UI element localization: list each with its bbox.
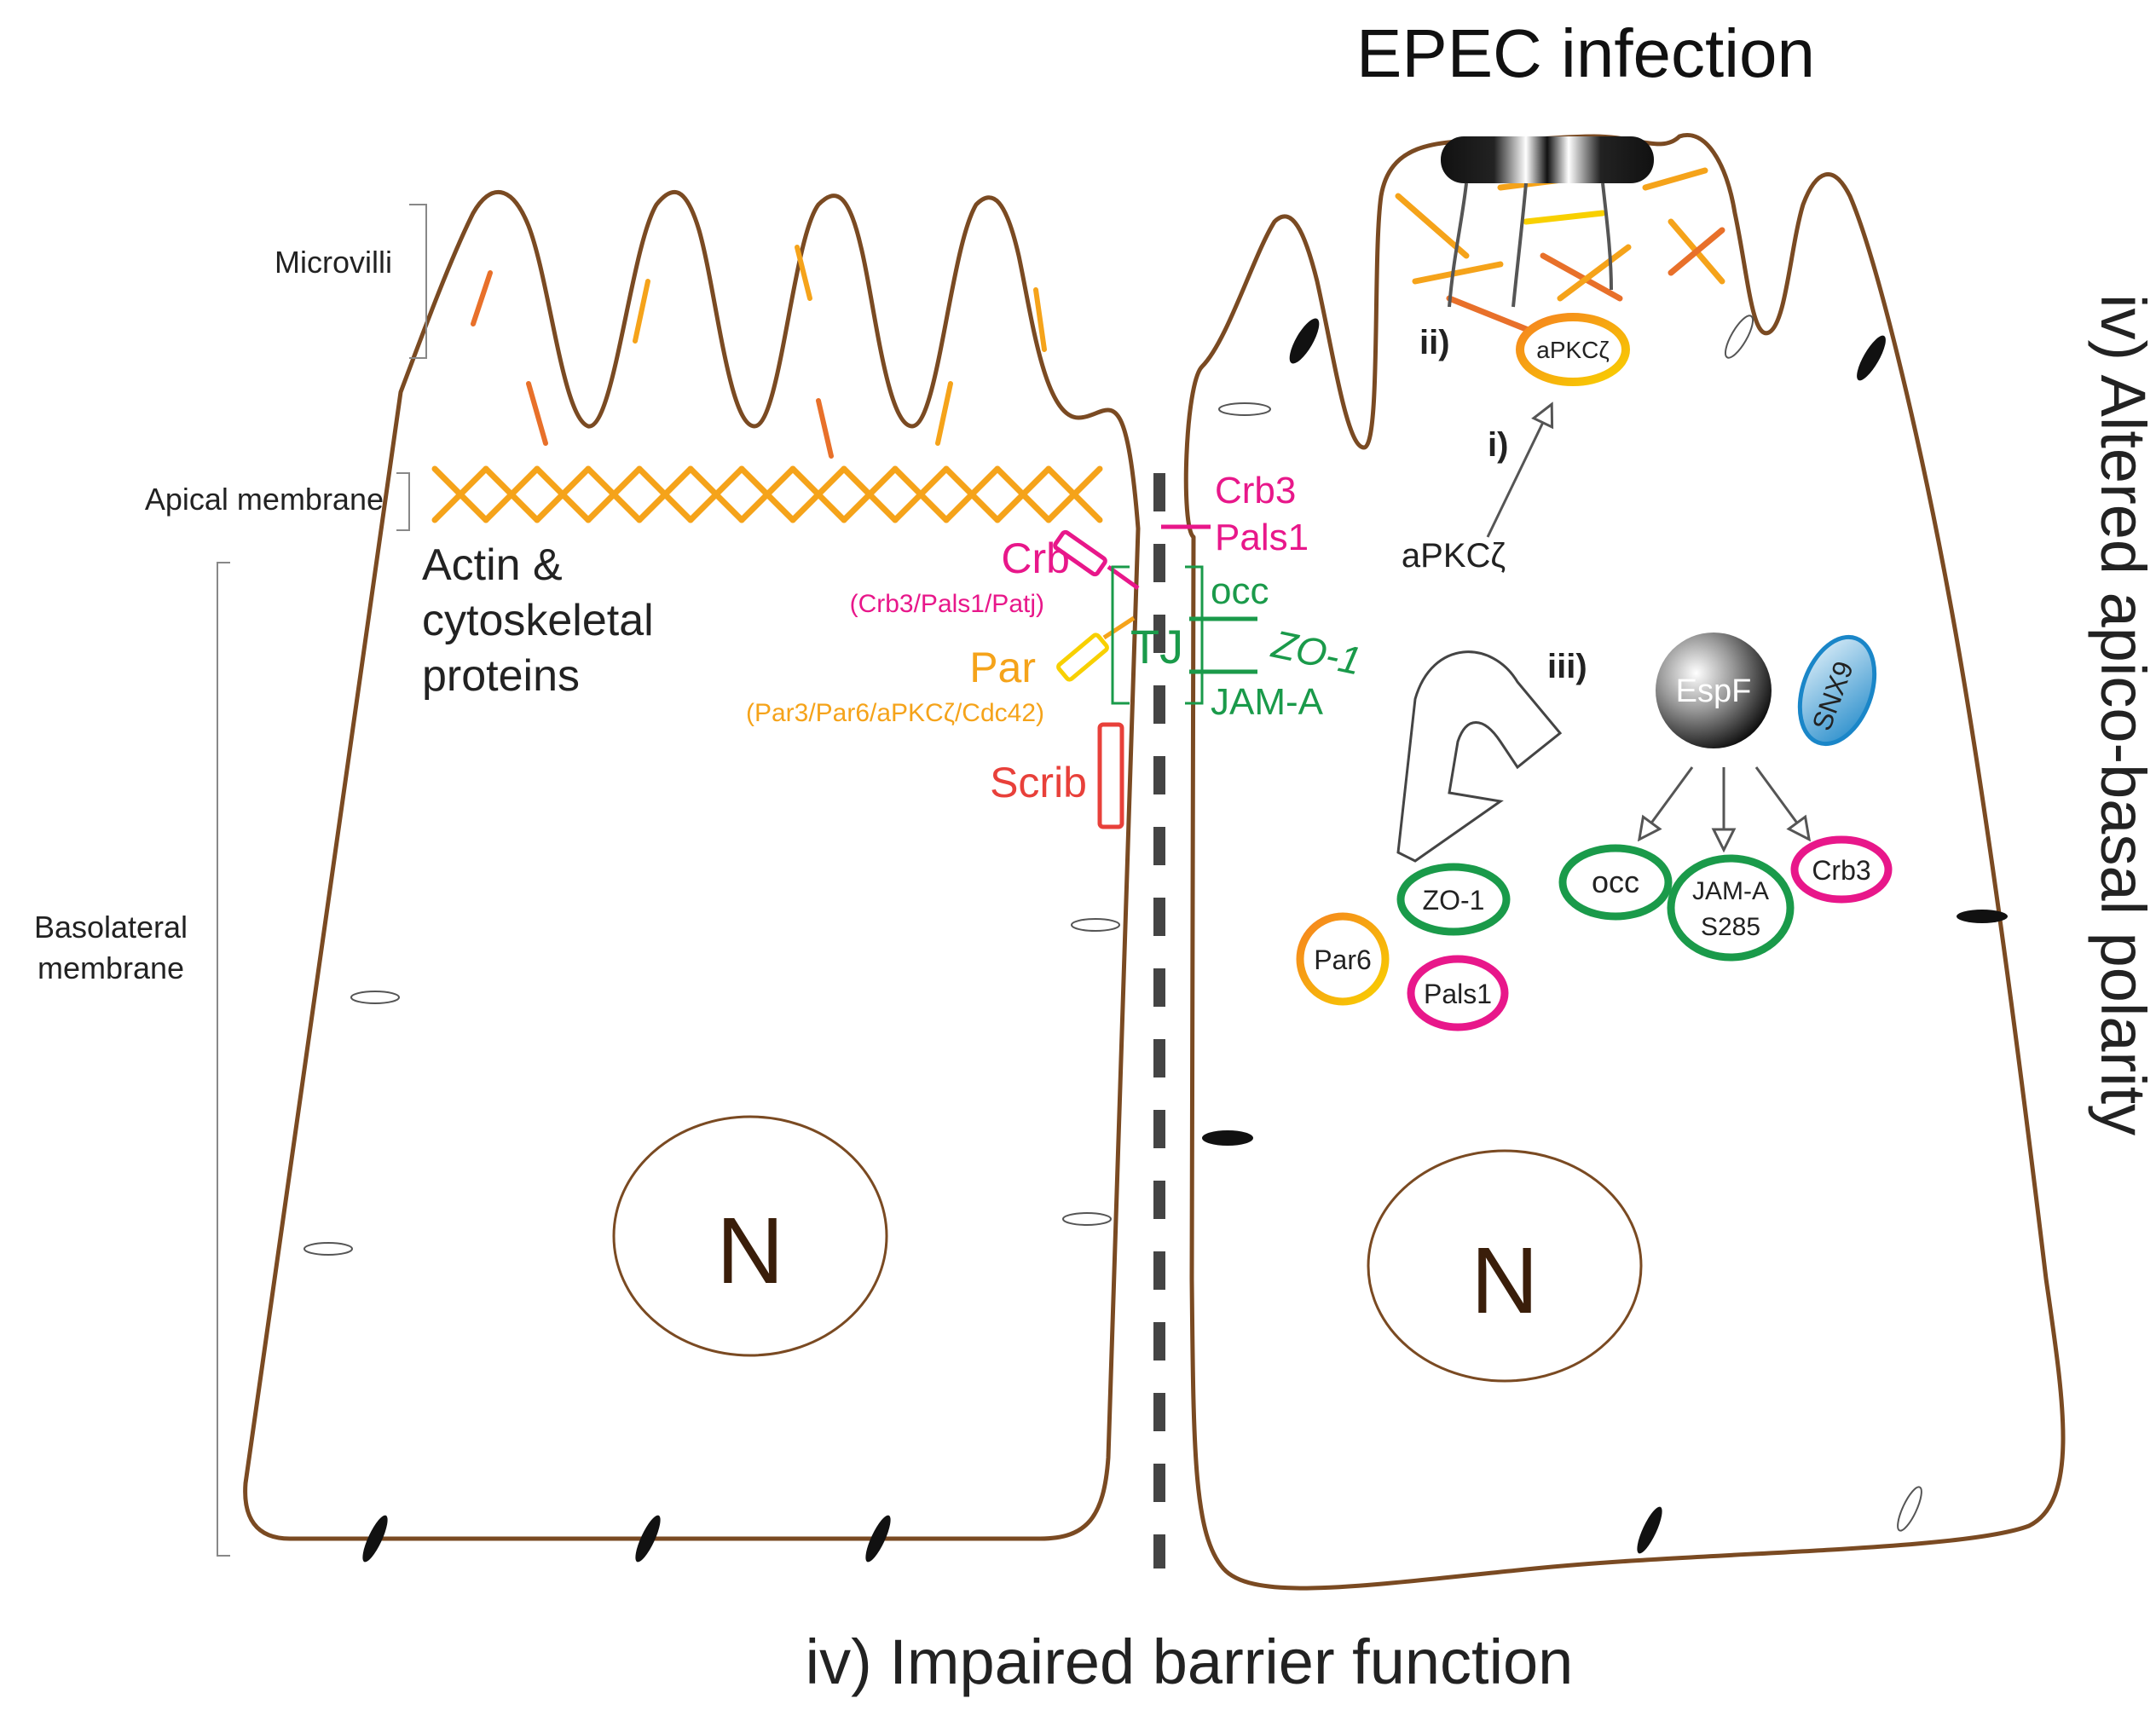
crb3-ring-label: Crb3 xyxy=(1812,855,1870,886)
tj-bracket-left xyxy=(1111,565,1130,705)
zo1-ring xyxy=(1396,863,1511,936)
pals1-label: Pals1 xyxy=(1215,517,1309,558)
occ-label: occ xyxy=(1211,570,1269,612)
actin-label-2: cytoskeletal xyxy=(422,596,654,645)
recycling-arrow xyxy=(1396,650,1563,863)
bottom-label: iv) Impaired barrier function xyxy=(806,1626,1574,1697)
espf-label: EspF xyxy=(1676,673,1752,709)
right-nucleus xyxy=(1367,1149,1643,1383)
right-apical-actin xyxy=(1395,167,1725,336)
microvilli-actin-rods xyxy=(471,245,1047,459)
left-cell-membrane xyxy=(243,189,1141,1541)
epec-bacterium xyxy=(1441,136,1654,308)
step-iii-label: iii) xyxy=(1547,648,1587,685)
par6-ring-label: Par6 xyxy=(1314,945,1372,975)
left-nucleus xyxy=(612,1115,888,1357)
apical-membrane-label: Apical membrane xyxy=(145,482,384,517)
occ-ring-label: occ xyxy=(1592,864,1639,899)
par-complex-bar xyxy=(1056,633,1109,682)
right-cell-membrane xyxy=(1183,133,2066,1591)
espf-arrow-occ xyxy=(1645,766,1694,831)
step-ii-label: ii) xyxy=(1419,324,1450,361)
zo1-label: ZO-1 xyxy=(1268,621,1365,684)
actin-label-1: Actin & xyxy=(422,540,563,590)
espf-arrow-crb3 xyxy=(1754,766,1803,831)
par-label: Par xyxy=(969,644,1036,691)
jama-ring-label-2: S285 xyxy=(1701,913,1760,941)
actin-label-3: proteins xyxy=(422,651,580,701)
basolateral-label-2: membrane xyxy=(38,950,184,985)
scrib-bar xyxy=(1097,722,1124,829)
crb-label: Crb xyxy=(1001,534,1070,582)
tj-label: TJ xyxy=(1130,620,1183,673)
apkc-arrow xyxy=(1486,413,1547,538)
microvilli-label: Microvilli xyxy=(275,245,392,280)
right-nucleus-label: N xyxy=(1471,1228,1538,1333)
crb-complex-bar xyxy=(1053,529,1107,577)
membrane-proteins xyxy=(303,315,2008,1563)
tj-bracket-right xyxy=(1185,565,1204,705)
jama-ring-label-1: JAM-A xyxy=(1692,877,1769,905)
apkc-free-label: aPKCζ xyxy=(1402,537,1506,575)
zo1-ring-label: ZO-1 xyxy=(1423,885,1485,916)
diagram-title: EPEC infection xyxy=(1356,15,1815,91)
jama-label: JAM-A xyxy=(1211,681,1324,723)
apkc-ring-label: aPKCζ xyxy=(1536,337,1610,363)
par-sub-label: (Par3/Par6/aPKCζ/Cdc42) xyxy=(746,699,1044,727)
snx9-ellipse xyxy=(1797,634,1877,747)
espf-sphere xyxy=(1656,633,1772,748)
microvilli-brace xyxy=(409,204,427,359)
jama-ring xyxy=(1667,854,1795,962)
basolateral-brace xyxy=(217,562,230,1557)
crb-sub-label: (Crb3/Pals1/Patj) xyxy=(850,590,1044,618)
basolateral-label-1: Basolateral xyxy=(34,910,188,945)
pals1-ring-label: Pals1 xyxy=(1424,979,1492,1009)
scrib-label: Scrib xyxy=(990,759,1087,806)
crb3-label: Crb3 xyxy=(1215,470,1296,511)
apical-brace xyxy=(396,472,410,531)
pals1-ring xyxy=(1407,955,1509,1031)
crb3-ring xyxy=(1790,835,1893,904)
side-label: iv) Altered apico-basal polarity xyxy=(2088,294,2156,1135)
actin-lattice xyxy=(431,465,1103,523)
step-i-label: i) xyxy=(1488,426,1508,464)
apkc-ring xyxy=(1516,313,1630,386)
par6-ring xyxy=(1296,912,1390,1006)
left-nucleus-label: N xyxy=(716,1199,783,1303)
occ-ring xyxy=(1558,844,1673,921)
